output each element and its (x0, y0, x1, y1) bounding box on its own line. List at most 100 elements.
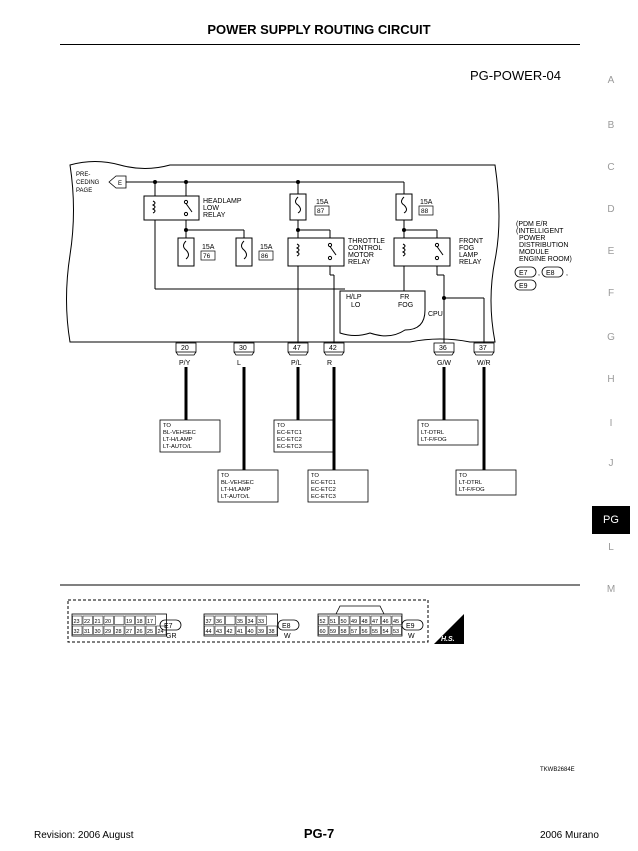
pin-number: 32 (74, 629, 80, 635)
pin-number: 28 (116, 629, 122, 635)
pin-number: 46 (383, 619, 389, 625)
preceding-line-3: PAGE (76, 188, 92, 194)
pdm-module-outline (66, 161, 500, 343)
pin-number: 37 (206, 619, 212, 625)
fuse-88: 15A 88 (395, 193, 434, 221)
svg-text:FOG: FOG (459, 245, 474, 252)
svg-text:THROTTLE: THROTTLE (348, 238, 385, 245)
pin-number: 31 (84, 629, 90, 635)
svg-text:,: , (566, 270, 568, 277)
destination-line: TO (277, 423, 285, 429)
footer-page-number: PG-7 (303, 826, 335, 841)
pin-number: 53 (393, 629, 399, 635)
svg-text:HEADLAMP: HEADLAMP (203, 198, 242, 205)
pin-number: 38 (269, 629, 275, 635)
connector-color: GR (166, 633, 177, 640)
destination-line: EC-ETC2 (311, 487, 336, 493)
svg-text:RELAY: RELAY (459, 259, 482, 266)
wire-color: P/L (291, 360, 302, 367)
svg-text:86: 86 (261, 253, 269, 260)
destination-line: LT-AUTO/L (221, 494, 251, 500)
preceding-line-1: PRE- (76, 172, 90, 178)
section-tab-m: M (606, 584, 616, 595)
title-divider (60, 44, 580, 45)
pin-number: 26 (137, 629, 143, 635)
svg-text:FOG: FOG (398, 302, 413, 309)
svg-text:E9: E9 (519, 283, 528, 290)
pin-number: 43 (216, 629, 222, 635)
destination-line: TO (459, 473, 467, 479)
connector-color: W (284, 633, 291, 640)
svg-text:LAMP: LAMP (459, 252, 478, 259)
pin-number: 22 (84, 619, 90, 625)
svg-text:LOW: LOW (203, 205, 219, 212)
destination-line: BL-VEHSEC (163, 430, 196, 436)
terminal-number: 37 (479, 345, 487, 352)
destination-box (417, 419, 479, 446)
page-title: POWER SUPPLY ROUTING CIRCUIT (207, 22, 431, 37)
destination-line: EC-ETC3 (277, 444, 302, 450)
section-tab-c: C (607, 162, 615, 173)
pin-number: 27 (126, 629, 132, 635)
wire-color: R (327, 360, 332, 367)
pin-number: 19 (126, 619, 132, 625)
pin-number: 34 (248, 619, 254, 625)
svg-text:H.S.: H.S. (441, 636, 455, 643)
section-tab-g: G (607, 332, 615, 343)
destination-line: TO (163, 423, 171, 429)
pin-number: 44 (206, 629, 212, 635)
wire-color: L (237, 360, 241, 367)
svg-text:15A: 15A (260, 244, 273, 251)
pin-number: 49 (351, 619, 357, 625)
destination-line: EC-ETC1 (277, 430, 302, 436)
harness-wires: 20P/YTOBL-VEHSECLT-H/LAMPLT-AUTO/L30LTOB… (159, 342, 517, 503)
svg-text:LO: LO (351, 302, 361, 309)
destination-line: LT-H/LAMP (221, 487, 251, 493)
terminal-number: 30 (239, 345, 247, 352)
pin-number: 52 (320, 619, 326, 625)
connector-id: E9 (406, 623, 415, 630)
connector-color: W (408, 633, 415, 640)
destination-line: TO (311, 473, 319, 479)
destination-line: LT-DTRL (421, 430, 445, 436)
pin-number: 58 (341, 629, 347, 635)
wire-color: G/W (437, 360, 451, 367)
headlamp-low-relay: HEADLAMP LOW RELAY (143, 195, 242, 221)
cpu-block: H/LP LO FR FOG CPU (339, 290, 443, 337)
pin-number: 39 (258, 629, 264, 635)
svg-text:MODULE: MODULE (519, 249, 549, 256)
pin-number: 18 (137, 619, 143, 625)
pin-number: 21 (95, 619, 101, 625)
pin-number: 41 (237, 629, 243, 635)
pin-number: 33 (258, 619, 264, 625)
pin-number: 59 (330, 629, 336, 635)
svg-text:15A: 15A (316, 199, 329, 206)
svg-text:ENGINE ROOM): ENGINE ROOM) (519, 256, 572, 263)
section-tab-a: A (607, 75, 615, 86)
svg-text:76: 76 (203, 253, 211, 260)
pin-number: 60 (320, 629, 326, 635)
pin-number: 35 (237, 619, 243, 625)
section-tab-pg: PG (592, 506, 630, 534)
svg-text:CPU: CPU (428, 311, 443, 318)
section-tab-d: D (607, 204, 615, 215)
wire-color: P/Y (179, 360, 191, 367)
pin-number: 57 (351, 629, 357, 635)
wire-color: W/R (477, 360, 491, 367)
destination-line: TO (221, 473, 229, 479)
svg-text:15A: 15A (420, 199, 433, 206)
connector-views-outline (67, 599, 429, 643)
pin-number: 36 (216, 619, 222, 625)
destination-line: LT-F/FOG (421, 437, 447, 443)
section-tab-f: F (607, 288, 615, 299)
svg-text:MOTOR: MOTOR (348, 252, 374, 259)
connector-id: E7 (164, 623, 173, 630)
svg-text:H/LP: H/LP (346, 294, 362, 301)
